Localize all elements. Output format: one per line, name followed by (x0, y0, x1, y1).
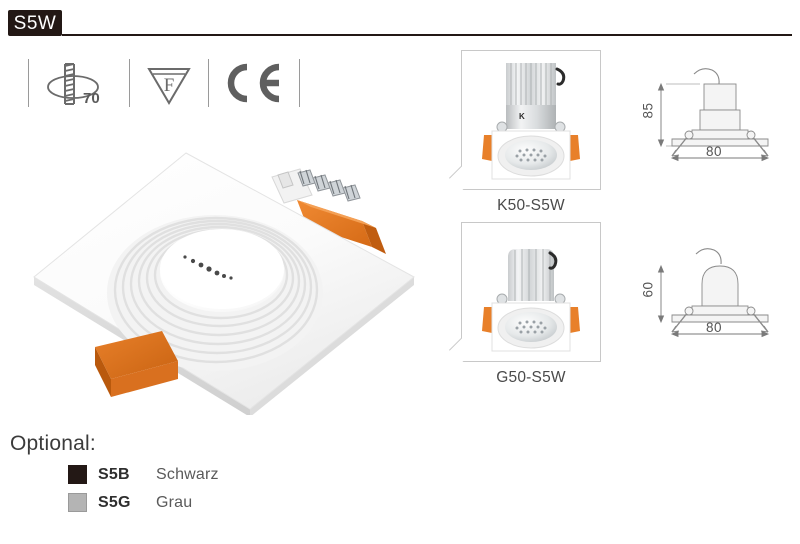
cert-f-mark: F (144, 54, 194, 112)
brand-mark: K (519, 112, 525, 121)
cutout-70-icon: 70 (47, 63, 100, 107)
ce-mark-icon (227, 63, 280, 103)
dimension-drawing-k50: 85 80 (636, 58, 796, 168)
f-mark-letter: F (164, 75, 175, 96)
g50-dimension-svg (657, 248, 770, 338)
color-swatch-grey (68, 493, 87, 512)
color-swatch-black (68, 465, 87, 484)
optional-code: S5G (98, 493, 131, 511)
spring-clip-rear (297, 200, 386, 254)
model-tag-badge: S5W (8, 10, 62, 36)
cert-ce-mark (223, 54, 285, 112)
model-tag-label: S5W (13, 12, 57, 34)
dimension-width-label: 80 (706, 320, 723, 335)
variant-k50: K K50-S5W (448, 50, 601, 215)
page-header: S5W (0, 10, 800, 38)
dimension-drawing-g50: 60 80 (636, 234, 796, 344)
mounting-bracket (271, 168, 361, 204)
cert-cutout-70: 70 (43, 54, 115, 112)
variant-image-box (448, 222, 601, 363)
cert-divider (129, 59, 130, 107)
optional-item-s5g: S5G Grau (68, 493, 410, 512)
hero-product-image (10, 125, 430, 417)
header-divider-rule (62, 34, 792, 36)
variant-caption-k50: K50-S5W (497, 197, 565, 214)
dimension-height-label: 85 (640, 102, 656, 119)
cutout-70-value: 70 (83, 90, 100, 107)
dimension-height-label: 60 (640, 281, 656, 298)
optional-colors-section: Optional: S5B Schwarz S5G Grau (10, 432, 410, 512)
k50-product-image: K (482, 63, 580, 180)
variant-image-box: K (448, 50, 601, 191)
optional-color-name: Schwarz (156, 465, 219, 483)
optional-title: Optional: (10, 432, 96, 455)
led-chips (183, 255, 233, 280)
certification-icon-row: 70 F (14, 54, 314, 112)
dimension-width-label: 80 (706, 144, 723, 159)
power-wire (555, 67, 566, 86)
variant-g50: G50-S5W (448, 222, 601, 387)
downlight-illustration (33, 152, 415, 417)
f-mark-icon: F (147, 68, 191, 105)
cert-divider (299, 59, 300, 107)
optional-item-s5b: S5B Schwarz (68, 465, 410, 484)
optional-color-name: Grau (156, 493, 193, 511)
power-wire (548, 251, 558, 270)
cert-divider (28, 59, 29, 107)
baffle-rings (107, 215, 323, 371)
variant-caption-g50: G50-S5W (496, 369, 566, 386)
k50-dimension-svg (657, 68, 770, 162)
cert-divider (208, 59, 209, 107)
g50-product-image (482, 249, 580, 352)
optional-code: S5B (98, 465, 130, 483)
spring-clip-front (95, 331, 178, 397)
